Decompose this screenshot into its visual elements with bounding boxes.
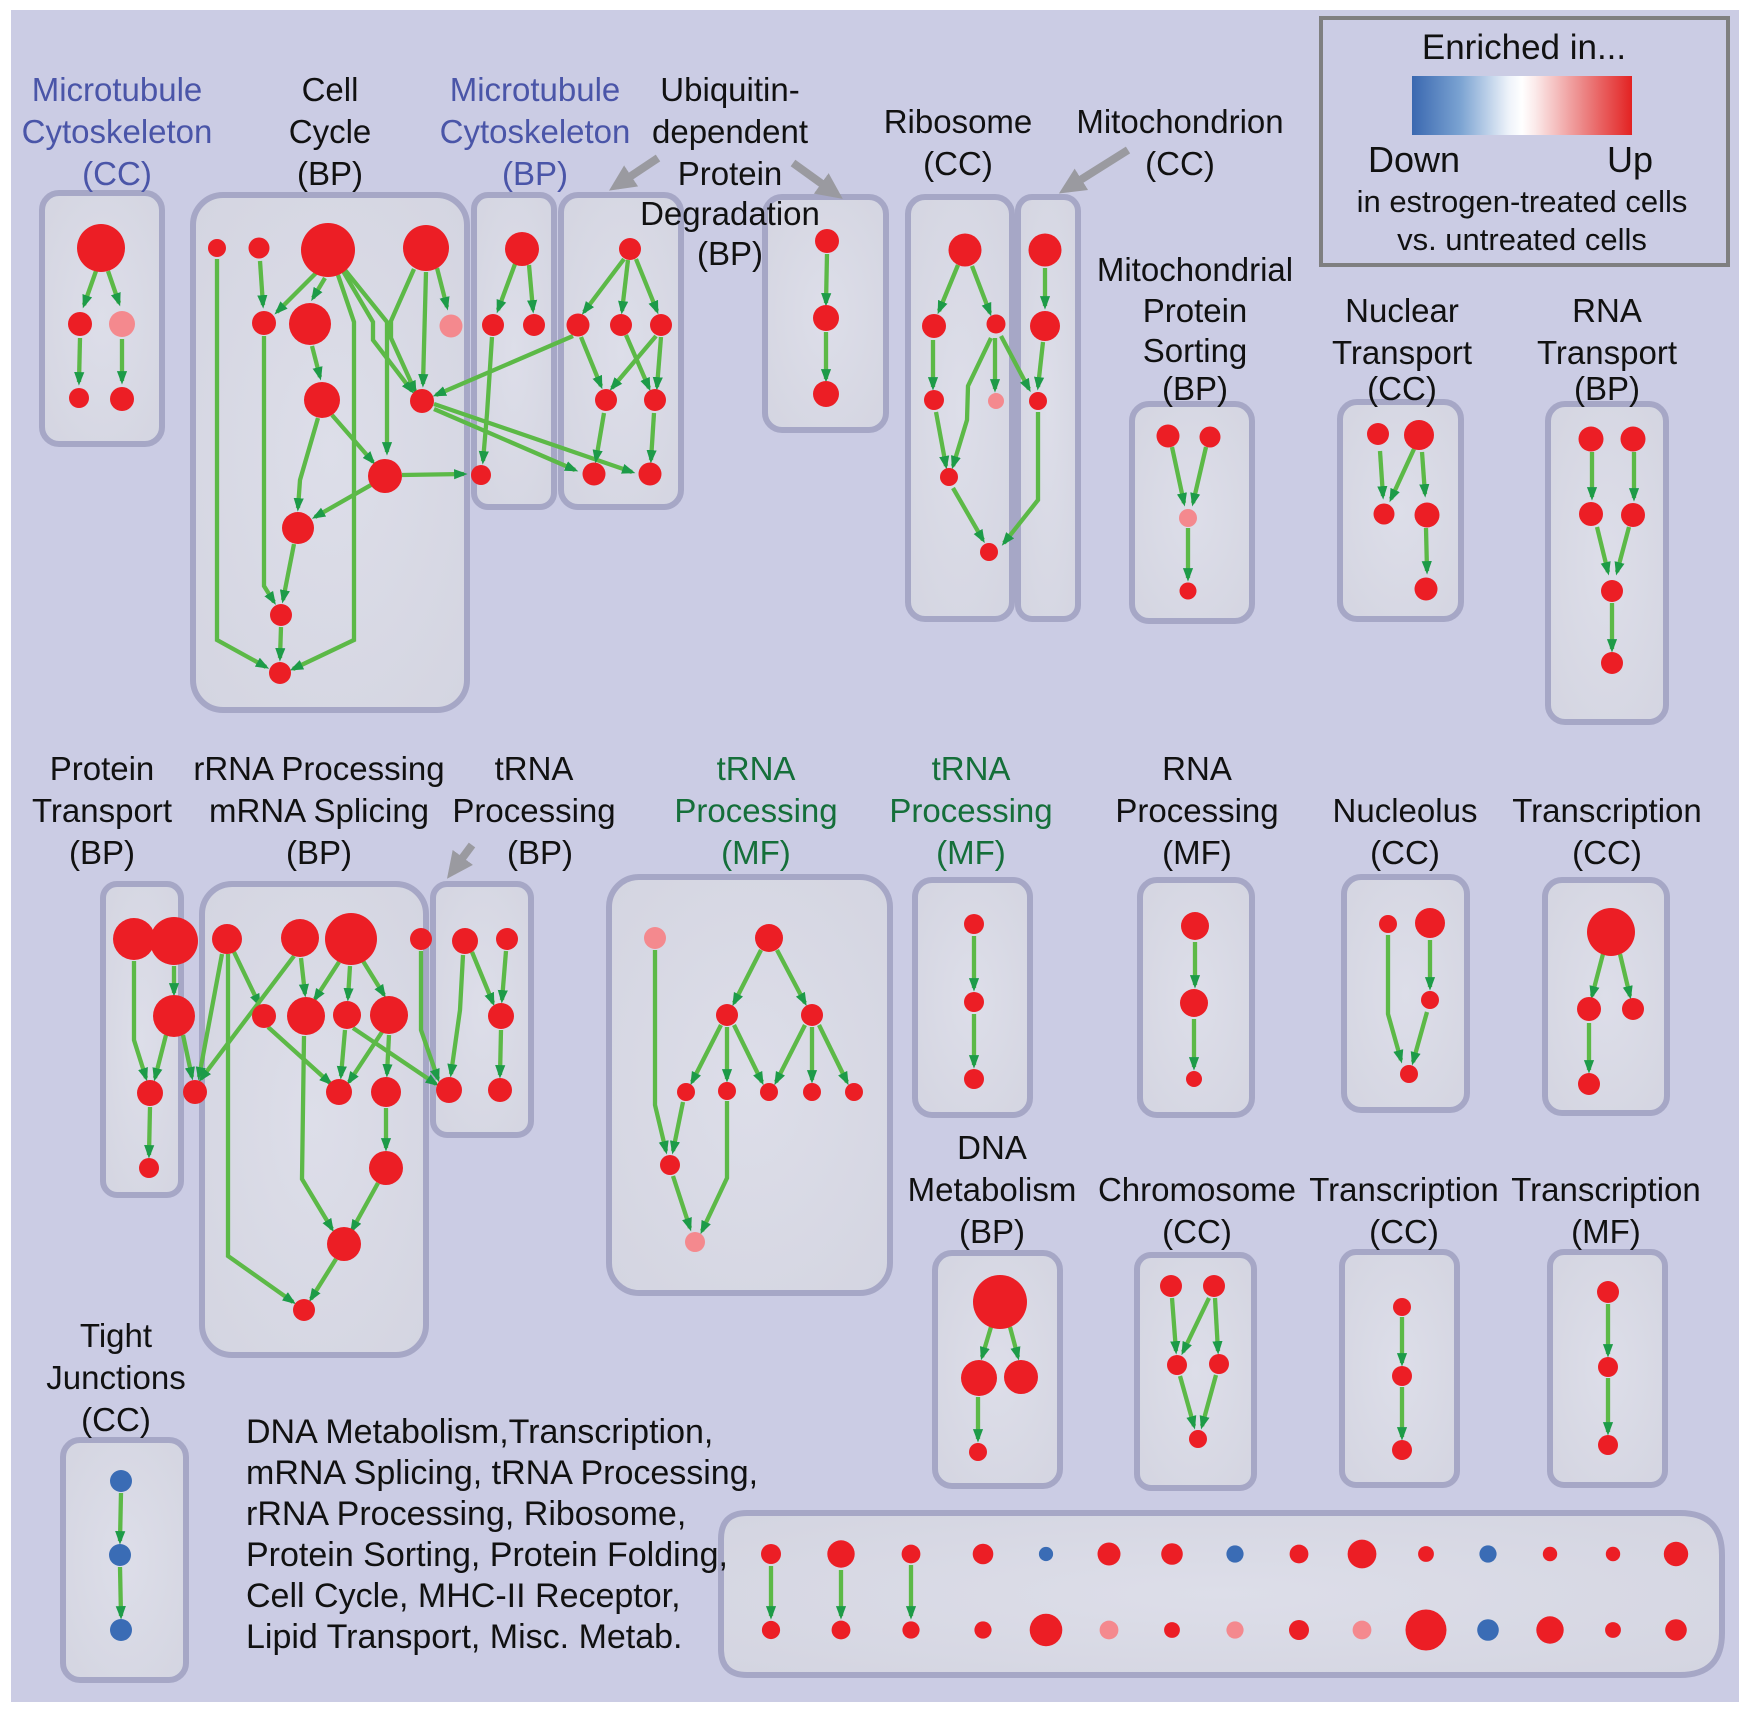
svg-text:Ubiquitin-: Ubiquitin- xyxy=(660,71,799,108)
svg-text:Cycle: Cycle xyxy=(289,113,372,150)
svg-text:RNA: RNA xyxy=(1572,292,1642,329)
svg-text:(BP): (BP) xyxy=(297,155,363,192)
svg-text:(MF): (MF) xyxy=(1162,834,1232,871)
svg-text:Protein: Protein xyxy=(50,750,155,787)
svg-text:(CC): (CC) xyxy=(1572,834,1642,871)
svg-text:Degradation: Degradation xyxy=(640,195,820,232)
svg-text:Sorting: Sorting xyxy=(1143,332,1248,369)
svg-text:Transcription: Transcription xyxy=(1309,1171,1499,1208)
svg-text:Metabolism: Metabolism xyxy=(908,1171,1077,1208)
svg-text:rRNA Processing, Ribosome,: rRNA Processing, Ribosome, xyxy=(246,1495,686,1533)
svg-text:Microtubule: Microtubule xyxy=(450,71,621,108)
svg-text:RNA: RNA xyxy=(1162,750,1232,787)
svg-text:(BP): (BP) xyxy=(286,834,352,871)
svg-text:(CC): (CC) xyxy=(1145,145,1215,182)
svg-text:Transport: Transport xyxy=(32,792,172,829)
svg-text:DNA Metabolism,Transcription,: DNA Metabolism,Transcription, xyxy=(246,1413,713,1451)
svg-text:(BP): (BP) xyxy=(959,1213,1025,1250)
svg-text:Processing: Processing xyxy=(674,792,837,829)
svg-text:Nuclear: Nuclear xyxy=(1345,292,1459,329)
svg-text:Protein Sorting, Protein Foldi: Protein Sorting, Protein Folding, xyxy=(246,1536,728,1574)
svg-text:(CC): (CC) xyxy=(1367,370,1437,407)
svg-text:Nucleolus: Nucleolus xyxy=(1333,792,1478,829)
svg-text:Cell: Cell xyxy=(302,71,359,108)
svg-text:Chromosome: Chromosome xyxy=(1098,1171,1296,1208)
svg-text:(CC): (CC) xyxy=(1369,1213,1439,1250)
svg-text:tRNA: tRNA xyxy=(495,750,574,787)
svg-text:(BP): (BP) xyxy=(1162,370,1228,407)
svg-text:rRNA Processing: rRNA Processing xyxy=(193,750,444,787)
svg-text:(MF): (MF) xyxy=(1571,1213,1641,1250)
svg-text:in estrogen-treated cells: in estrogen-treated cells xyxy=(1357,184,1688,219)
svg-text:Transport: Transport xyxy=(1537,334,1677,371)
svg-text:Microtubule: Microtubule xyxy=(32,71,203,108)
svg-text:(BP): (BP) xyxy=(697,235,763,272)
svg-text:vs. untreated cells: vs. untreated cells xyxy=(1397,222,1647,257)
svg-text:Ribosome: Ribosome xyxy=(884,103,1033,140)
svg-text:Tight: Tight xyxy=(80,1317,152,1354)
svg-text:Enriched in...: Enriched in... xyxy=(1422,28,1626,67)
svg-text:dependent: dependent xyxy=(652,113,808,150)
svg-text:mRNA Splicing: mRNA Splicing xyxy=(209,792,429,829)
svg-text:(CC): (CC) xyxy=(923,145,993,182)
svg-text:Up: Up xyxy=(1607,139,1653,180)
svg-text:Cytoskeleton: Cytoskeleton xyxy=(440,113,631,150)
svg-text:(BP): (BP) xyxy=(507,834,573,871)
svg-text:(MF): (MF) xyxy=(721,834,791,871)
svg-text:DNA: DNA xyxy=(957,1129,1027,1166)
svg-text:Processing: Processing xyxy=(1115,792,1278,829)
svg-text:(BP): (BP) xyxy=(1574,370,1640,407)
svg-text:Protein: Protein xyxy=(1143,292,1248,329)
svg-text:(BP): (BP) xyxy=(69,834,135,871)
svg-text:Down: Down xyxy=(1368,139,1460,180)
svg-text:Lipid Transport, Misc. Metab.: Lipid Transport, Misc. Metab. xyxy=(246,1618,683,1656)
svg-text:Transcription: Transcription xyxy=(1512,792,1702,829)
svg-text:Cell Cycle, MHC-II Receptor,: Cell Cycle, MHC-II Receptor, xyxy=(246,1577,681,1615)
svg-text:(CC): (CC) xyxy=(82,155,152,192)
svg-text:tRNA: tRNA xyxy=(932,750,1011,787)
svg-text:Processing: Processing xyxy=(889,792,1052,829)
svg-text:Protein: Protein xyxy=(678,155,783,192)
svg-text:Processing: Processing xyxy=(452,792,615,829)
svg-text:(MF): (MF) xyxy=(936,834,1006,871)
svg-text:Junctions: Junctions xyxy=(46,1359,185,1396)
svg-text:Transcription: Transcription xyxy=(1511,1171,1701,1208)
svg-text:(CC): (CC) xyxy=(1370,834,1440,871)
svg-text:Cytoskeleton: Cytoskeleton xyxy=(22,113,213,150)
svg-text:Mitochondrion: Mitochondrion xyxy=(1076,103,1283,140)
svg-text:mRNA Splicing, tRNA Processing: mRNA Splicing, tRNA Processing, xyxy=(246,1454,758,1492)
svg-text:(CC): (CC) xyxy=(81,1401,151,1438)
svg-text:tRNA: tRNA xyxy=(717,750,796,787)
svg-text:Mitochondrial: Mitochondrial xyxy=(1097,251,1293,288)
svg-text:(BP): (BP) xyxy=(502,155,568,192)
svg-text:(CC): (CC) xyxy=(1162,1213,1232,1250)
svg-text:Transport: Transport xyxy=(1332,334,1472,371)
